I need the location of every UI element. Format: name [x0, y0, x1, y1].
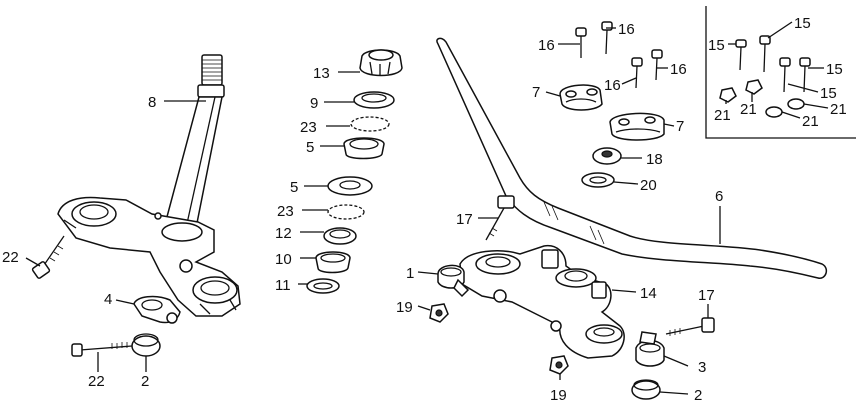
callout-4: 4: [104, 291, 112, 308]
callout-5: 5: [306, 139, 314, 156]
holder-7-lower: [609, 112, 665, 141]
top-bridge: [459, 244, 625, 359]
nut-19-left: [429, 303, 449, 323]
bolt-22-lower: [71, 342, 133, 357]
steering-stem: [163, 54, 225, 229]
callout-23: 23: [300, 119, 317, 136]
handlebar: [436, 37, 828, 279]
bolt-22-upper: [31, 235, 65, 279]
callout-labels: 8 13 9 23 5 5 23 12 10 11 22 4 22 2 16 1…: [2, 15, 847, 404]
callout-14: 14: [640, 285, 657, 302]
callout-16: 16: [604, 77, 621, 94]
callout-15: 15: [708, 37, 725, 54]
callout-22: 22: [2, 249, 19, 266]
callout-17: 17: [456, 211, 473, 228]
callout-22: 22: [88, 373, 105, 390]
callout-21: 21: [740, 101, 757, 118]
callout-17: 17: [698, 287, 715, 304]
bolts-16: [575, 21, 663, 89]
callout-20: 20: [640, 177, 657, 194]
callout-21: 21: [714, 107, 731, 124]
clamp-4: [133, 295, 181, 324]
callout-6: 6: [715, 188, 723, 205]
callout-1: 1: [406, 265, 414, 282]
nut-19-lower: [549, 355, 569, 375]
callout-23: 23: [277, 203, 294, 220]
bolt-17-right: [665, 317, 715, 336]
bolt-17-upper: [485, 195, 515, 241]
callout-11: 11: [275, 277, 291, 294]
callout-16: 16: [670, 61, 687, 78]
callout-21: 21: [830, 101, 847, 118]
callout-21: 21: [802, 113, 819, 130]
leader-lines: [25, 21, 829, 395]
inset-fastener-group: [705, 6, 856, 139]
rubber-18: [592, 147, 622, 165]
clamp-3: [635, 331, 665, 367]
callout-18: 18: [646, 151, 663, 168]
part-1-cap: [437, 264, 470, 298]
callout-5: 5: [290, 179, 298, 196]
callout-19: 19: [396, 299, 413, 316]
callout-9: 9: [310, 95, 318, 112]
callout-19: 19: [550, 387, 567, 404]
callout-16: 16: [538, 37, 555, 54]
callout-12: 12: [275, 225, 292, 242]
bottom-bridge: [57, 196, 241, 317]
callout-7: 7: [676, 118, 684, 135]
cap-2-left: [131, 333, 161, 357]
callout-3: 3: [698, 359, 706, 376]
callout-15: 15: [794, 15, 811, 32]
callout-8: 8: [148, 94, 156, 111]
callout-7: 7: [532, 84, 540, 101]
bearing-stack: [306, 49, 403, 294]
callout-16: 16: [618, 21, 635, 38]
callout-10: 10: [275, 251, 292, 268]
holder-7-upper: [559, 84, 603, 111]
callout-2: 2: [694, 387, 702, 404]
callout-15: 15: [826, 61, 843, 78]
callout-13: 13: [313, 65, 330, 82]
washer-20: [581, 172, 615, 188]
callout-2: 2: [141, 373, 149, 390]
cap-2-right: [631, 379, 661, 400]
callout-15: 15: [820, 85, 837, 102]
